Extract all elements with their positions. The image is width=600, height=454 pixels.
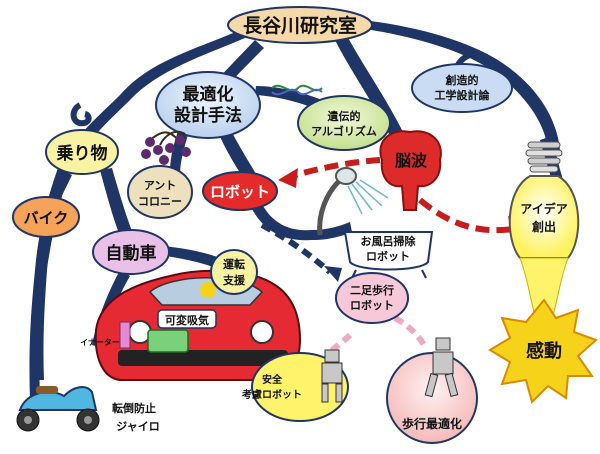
node-genetic-algorithm: 遺伝的 アルゴリズム [297,95,391,151]
label-safety-2: 考慮ロボット [242,388,302,401]
node-vehicles: 乗り物 [45,129,119,175]
safety-robot-figure [321,349,343,403]
branch-vehicles-auto [100,168,134,240]
label-safety-1: 安全 [262,373,283,386]
branch-root-right [360,20,560,150]
label-bath-robot-2: ロボット [366,249,410,263]
label-design-method-2: 設計手法 [174,105,242,126]
label-hasegawa-lab: 長谷川研究室 [243,14,357,37]
node-variable-intake: 可変吸気 [157,309,217,329]
node-hasegawa-lab: 長谷川研究室 [227,6,373,44]
branch-left-curl [70,102,92,127]
label-bath-robot-1: お風呂掃除 [361,234,417,248]
arrow-brain-to-robot [291,157,381,179]
node-robot: ロボット [202,171,278,211]
node-ant-colony: アント コロニー [127,130,193,219]
node-fall-prevention: 転倒防止 ジャイロ [112,401,160,433]
node-bath-robot: お風呂掃除 ロボット [343,231,434,279]
label-automobile: 自動車 [106,243,157,264]
label-robot: ロボット [210,183,270,201]
walking-robot-figure [424,337,459,398]
branch-design-ant [170,125,190,172]
label-variable-intake: 可変吸気 [165,313,209,327]
arrowhead-biped [324,266,342,282]
shower-icon [317,167,389,236]
label-ga-1: 遺伝的 [327,109,361,123]
label-creative-design-2: 工学設計論 [435,88,491,102]
arrow-brain-to-idea [418,197,521,234]
node-safety-robot: 安全 考慮ロボット [242,349,349,422]
branch-auto-assist [160,246,220,268]
node-brain-waves: 脳波 [379,130,442,211]
label-design-method-1: 最適化 [183,84,234,105]
label-ant-2: コロニー [138,195,182,208]
label-gait-optimization: 歩行最適化 [402,416,462,431]
node-idea-creation: アイデア 創出 [508,141,580,331]
label-bike: バイク [24,209,69,227]
node-driving-assist: 運転 支援 [210,249,258,295]
label-fall-2: ジャイロ [116,420,159,433]
arrowhead-robot [278,168,298,188]
branch-bike-scooter [33,232,50,380]
node-bike: バイク [12,196,80,238]
node-creative-design: 創造的 工学設計論 [411,63,513,113]
label-brain-waves: 脳波 [395,151,428,170]
label-ga-2: アルゴリズム [311,124,377,138]
label-ant-1: アント [144,179,177,192]
grape-cluster-icon [141,135,191,165]
node-automobile: 自動車 [92,229,170,275]
engine-icon [147,329,189,353]
label-biped-1: 二足歩行 [350,283,394,297]
node-gait-optimization: 歩行最適化 [386,337,478,444]
label-vehicles: 乗り物 [56,143,108,164]
label-biped-2: ロボット [350,298,394,312]
dna-helix-icon [271,84,323,96]
label-assist-2: 支援 [222,273,246,287]
node-biped-robot: 二足歩行 ロボット [335,272,409,324]
brain-signal-arrows [291,157,521,234]
label-inertia: イナーター [80,337,120,347]
label-impression: 感動 [526,340,562,362]
node-impression: 感動 [488,298,598,404]
branch-design-ga [255,86,322,110]
label-assist-1: 運転 [223,257,245,271]
lightbulb-icon [508,141,580,331]
node-design-method: 最適化 設計手法 [155,71,261,139]
label-fall-1: 転倒防止 [112,401,156,415]
branch-robot-bath [250,200,352,241]
scooter-illustration [16,386,100,432]
label-idea-2: 創出 [531,219,556,234]
label-idea-1: アイデア [520,201,567,216]
robot-to-biped-arrow [260,222,332,275]
burst-shape [488,298,598,404]
label-creative-design-1: 創造的 [445,73,479,87]
